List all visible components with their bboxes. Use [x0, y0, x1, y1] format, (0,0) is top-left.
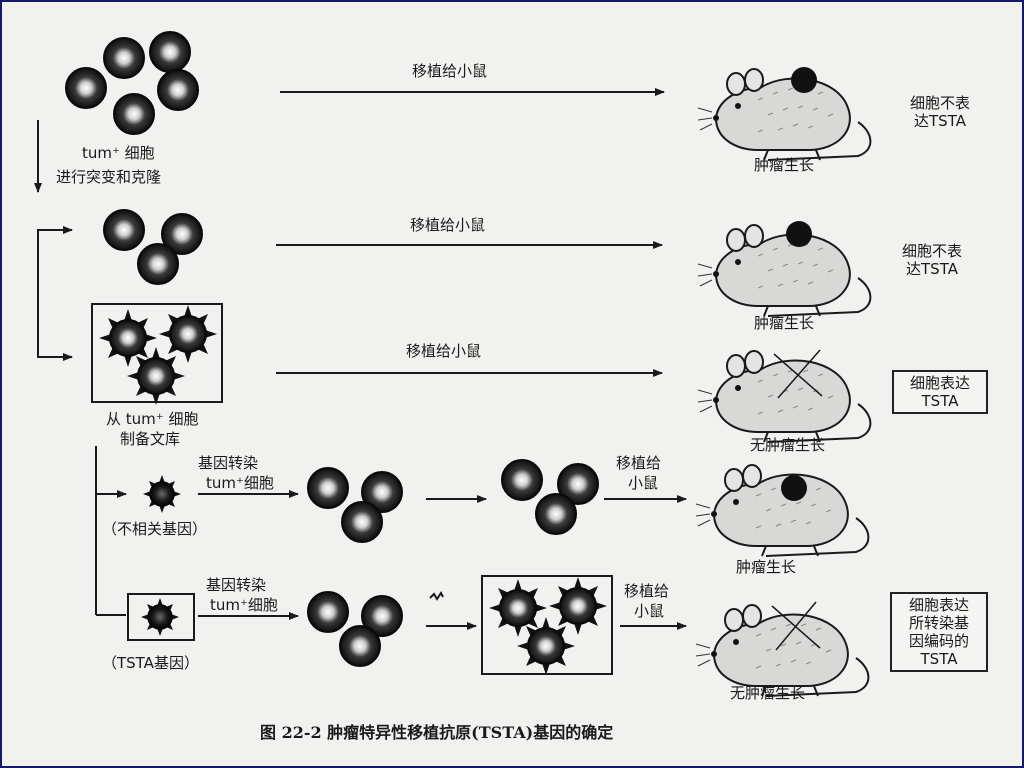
tsta-cell: [126, 346, 186, 406]
row4-arrow-label-2: 小鼠: [634, 602, 665, 620]
tum-cell: [149, 31, 191, 73]
row2-result-label: 无肿瘤生长: [750, 436, 826, 454]
mutation-step-label: 进行突变和克隆: [56, 168, 162, 186]
tsta-cell: [158, 304, 218, 364]
row1-result-label: 肿瘤生长: [754, 314, 815, 332]
row3-transfect-label-2: tum⁺细胞: [206, 474, 274, 492]
tum-cell: [157, 69, 199, 111]
row4-transfect-label-1: 基因转染: [206, 576, 267, 594]
tum-cell: [65, 67, 107, 109]
row3-transfect-label-1: 基因转染: [198, 454, 259, 472]
row4-arrow-label-1: 移植给: [624, 582, 670, 600]
row1-note: 细胞不表达TSTA: [901, 242, 962, 278]
row0-cells: [65, 31, 199, 135]
row0-arrow-label: 移植给小鼠: [412, 62, 488, 80]
row3-transfected-cells: [307, 467, 403, 543]
clone-bracket: [37, 229, 70, 358]
row1-cells: [103, 209, 203, 285]
row1-arrow-label: 移植给小鼠: [410, 216, 486, 234]
tumor-mark: [786, 221, 812, 247]
row2-arrow-label: 移植给小鼠: [406, 342, 482, 360]
row3-gene-cell: [143, 475, 181, 513]
row4-transfected-cells: [307, 591, 403, 667]
tumor-mark: [791, 67, 817, 93]
tumor-mark: [781, 475, 807, 501]
cross-mark: [771, 601, 821, 651]
row4-gene-cell: [141, 598, 179, 636]
tsta-gene-box: [127, 593, 195, 641]
tsta-cell: [98, 308, 158, 368]
row2-cells: [98, 304, 218, 406]
row3-arrow-label-1: 移植给: [616, 454, 662, 472]
figure-caption: 图 22-2 肿瘤特异性移植抗原(TSTA)基因的确定: [260, 723, 614, 742]
library-label-1: 从 tum⁺ 细胞: [106, 410, 199, 428]
row4-gene-label: （TSTA基因）: [102, 654, 199, 672]
tum-cell: [103, 37, 145, 79]
row3-result-label: 肿瘤生长: [736, 558, 797, 576]
row0-mouse: [697, 67, 872, 161]
row3-arrow-label-2: 小鼠: [628, 474, 659, 492]
row0-note: 细胞不表达TSTA: [909, 94, 970, 130]
row1-mouse: [697, 221, 872, 317]
row4-mouse: [695, 601, 870, 697]
row4-selected-cells: [488, 576, 608, 676]
row0-result-label: 肿瘤生长: [754, 156, 815, 174]
scribble-mark: [429, 591, 444, 601]
row3-mouse: [695, 464, 870, 557]
row4-result-label: 无肿瘤生长: [730, 684, 806, 702]
row2-mouse: [697, 349, 872, 443]
tum-cell: [113, 93, 155, 135]
selected-box: [481, 575, 613, 675]
mutant-cell: [137, 243, 179, 285]
row3-selected-cells: [501, 459, 599, 535]
tum-cell-label: tum⁺ 细胞: [82, 144, 155, 162]
library-label-2: 制备文库: [120, 430, 181, 448]
mutant-cell: [103, 209, 145, 251]
row4-transfect-label-2: tum⁺细胞: [210, 596, 278, 614]
cross-mark: [773, 349, 823, 399]
row3-gene-label: （不相关基因）: [102, 520, 208, 538]
